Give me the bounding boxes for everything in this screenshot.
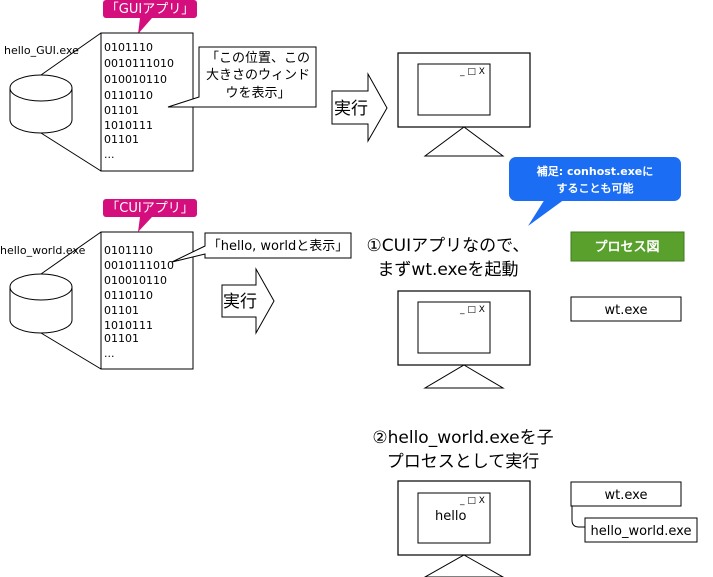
svg-text:wt.exe: wt.exe — [605, 303, 648, 318]
gui-binary-panel — [100, 32, 194, 172]
gui-monitor-icon: _ □ X — [397, 52, 531, 157]
step2-line2: プロセスとして実行 — [387, 452, 540, 472]
gui-disk-icon — [9, 74, 73, 134]
process2-child-box — [584, 517, 698, 543]
gui-section: 「GUIアプリ」 hello_GUI.exe 0101110 001011101… — [4, 0, 531, 172]
step1-line2: まずwt.exeを起動 — [377, 260, 518, 280]
gui-window-controls: _ □ X — [459, 67, 485, 77]
svg-text:...: ... — [104, 148, 115, 161]
svg-text:0010111010: 0010111010 — [104, 259, 174, 272]
cui-disk-icon — [9, 273, 73, 334]
gui-binary-lines: 0101110 0010111010 010010110 0110110 011… — [104, 41, 174, 161]
cui-callout: 「hello, worldと表示」 — [171, 232, 352, 263]
svg-text:大きさのウィンド: 大きさのウィンド — [206, 68, 310, 83]
cui-binary-lines: 0101110 0010111010 010010110 0110110 011… — [104, 244, 174, 360]
svg-text:0110110: 0110110 — [104, 289, 153, 302]
svg-text:1010111: 1010111 — [104, 119, 153, 132]
step2-line1: ②hello_world.exeを子 — [372, 428, 553, 448]
process2-parent-box — [570, 481, 682, 507]
svg-text:「この位置、この: 「この位置、この — [206, 51, 310, 66]
svg-text:_ □ X: _ □ X — [459, 496, 485, 506]
gui-file-label: hello_GUI.exe — [4, 44, 79, 57]
svg-text:0101110: 0101110 — [104, 244, 153, 257]
cui-binary-panel — [100, 231, 194, 370]
svg-text:実行: 実行 — [334, 99, 368, 119]
svg-text:_ □ X: _ □ X — [459, 305, 485, 315]
step1-section: ①CUIアプリなので、 まずwt.exeを起動 _ □ X プロセス図 wt.e… — [367, 231, 685, 389]
gui-tag-label: 「GUIアプリ」 — [106, 2, 194, 17]
svg-text:1010111: 1010111 — [104, 319, 153, 332]
step1-line1: ①CUIアプリなので、 — [367, 236, 530, 256]
cui-tag: 「CUIアプリ」 — [103, 199, 197, 232]
svg-text:010010110: 010010110 — [104, 274, 167, 287]
svg-text:0110110: 0110110 — [104, 89, 153, 102]
svg-text:ウを表示」: ウを表示」 — [225, 86, 290, 101]
svg-text:01101: 01101 — [104, 332, 139, 345]
cui-run-arrow: 実行 — [221, 267, 275, 335]
gui-callout: 「この位置、この 大きさのウィンド ウを表示」 — [167, 46, 317, 108]
svg-text:補足: conhost.exeに: 補足: conhost.exeに — [536, 164, 654, 178]
svg-text:「hello, worldと表示」: 「hello, worldと表示」 — [208, 239, 348, 254]
svg-text:hello_world.exe: hello_world.exe — [591, 524, 692, 539]
svg-text:実行: 実行 — [223, 292, 257, 312]
gui-run-arrow: 実行 — [331, 72, 388, 143]
svg-text:01101: 01101 — [104, 133, 139, 146]
process-header: プロセス図 — [570, 231, 685, 262]
svg-text:wt.exe: wt.exe — [605, 488, 648, 503]
step1-monitor-icon: _ □ X — [397, 290, 531, 389]
svg-text:0101110: 0101110 — [104, 41, 153, 54]
step2-monitor-icon: _ □ X hello — [397, 480, 531, 577]
hello-output: hello — [435, 509, 466, 524]
cui-tag-label: 「CUIアプリ」 — [106, 201, 193, 216]
svg-text:プロセス図: プロセス図 — [594, 240, 659, 255]
cui-section: 「CUIアプリ」 hello_world.exe 0101110 0010111… — [0, 199, 352, 370]
svg-text:0010111010: 0010111010 — [104, 57, 174, 70]
process2-connector — [571, 506, 585, 528]
process2-tree: wt.exe hello_world.exe — [570, 481, 698, 543]
svg-text:010010110: 010010110 — [104, 73, 167, 86]
svg-text:01101: 01101 — [104, 104, 139, 117]
step2-section: ②hello_world.exeを子 プロセスとして実行 _ □ X hello… — [372, 428, 698, 577]
gui-tag: 「GUIアプリ」 — [103, 0, 197, 34]
svg-text:01101: 01101 — [104, 304, 139, 317]
cui-file-label: hello_world.exe — [0, 244, 86, 257]
process1-box: wt.exe — [570, 296, 682, 322]
svg-text:...: ... — [104, 347, 115, 360]
svg-text:することも可能: することも可能 — [557, 181, 634, 195]
note-callout: 補足: conhost.exeに することも可能 — [509, 157, 681, 226]
